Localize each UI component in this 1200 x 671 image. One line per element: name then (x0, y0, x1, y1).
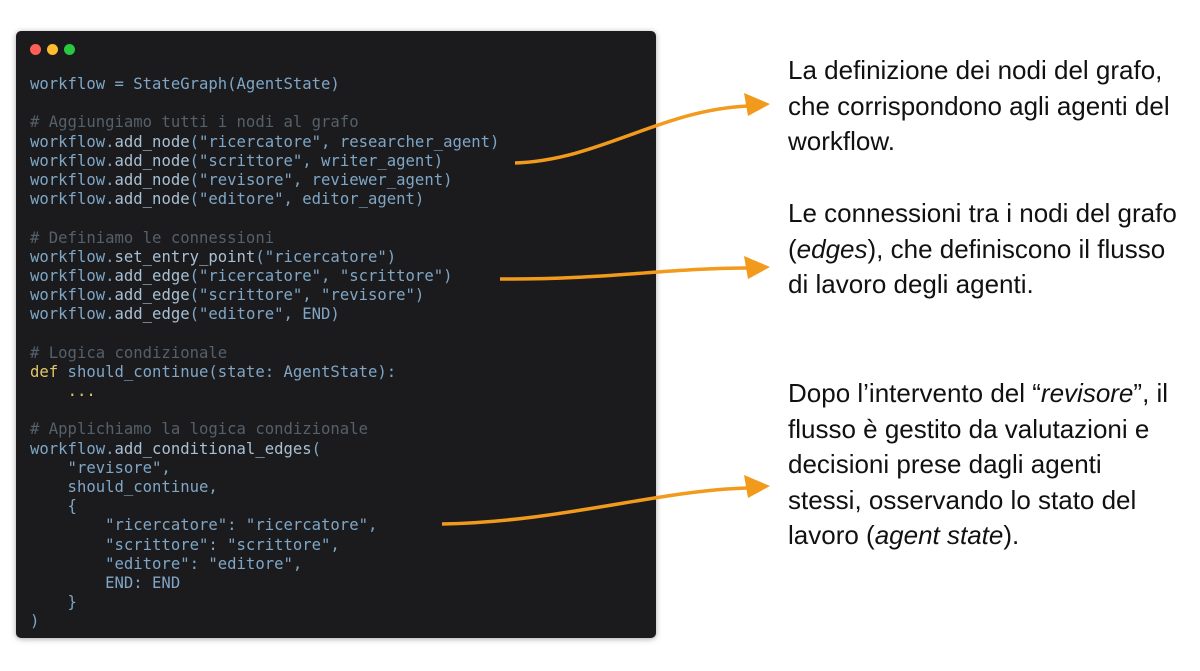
code-token: workflow = StateGraph(AgentState) (30, 75, 340, 93)
callout-text: ), che definiscono il flusso di lavoro d… (788, 233, 1166, 300)
code-token: ("editore", editor_agent) (189, 190, 425, 209)
code-token: set_entry_point (114, 247, 256, 266)
code-token: "scrittore": "scrittore", (30, 535, 340, 554)
code-token: def (30, 362, 59, 381)
maximize-dot-icon[interactable] (64, 44, 75, 55)
code-token: ("scrittore", writer_agent) (189, 151, 444, 170)
code-token: add_edge (114, 266, 190, 285)
code-token: workflow. (30, 439, 115, 458)
callout-conditional: Dopo l’intervento del “revisore”, il flu… (788, 376, 1178, 554)
code-token: ("ricercatore") (255, 247, 397, 266)
arrow-edges (499, 266, 749, 281)
arrow-edges-head (744, 256, 770, 279)
callout-emphasis: edges (796, 233, 868, 264)
code-token: ("editore", END) (189, 305, 340, 324)
code-line: # Logica condizionale (30, 344, 499, 363)
code-line: workflow.add_node("ricercatore", researc… (30, 133, 499, 152)
code-token: ("ricercatore", "scrittore") (189, 266, 453, 285)
code-token: "ricercatore": "ricercatore", (30, 516, 378, 535)
code-token: add_node (114, 151, 190, 170)
code-token: add_node (114, 132, 190, 151)
code-token: ... (67, 382, 96, 400)
code-token: # Logica condizionale (30, 343, 228, 362)
arrow-conditional (441, 486, 749, 526)
code-line: workflow.add_node("scrittore", writer_ag… (30, 152, 499, 171)
code-token: workflow. (30, 247, 115, 266)
code-line: "revisore", (30, 459, 499, 478)
arrow-nodes (514, 104, 749, 165)
code-line: workflow.set_entry_point("ricercatore") (30, 248, 499, 267)
code-token: ("scrittore", "revisore") (189, 286, 425, 305)
code-line: workflow.add_node("editore", editor_agen… (30, 190, 499, 209)
code-line: } (30, 593, 499, 612)
code-token: workflow. (30, 151, 115, 170)
code-token: "editore": "editore", (30, 554, 303, 573)
code-token: workflow. (30, 305, 115, 324)
callout-nodes: La definizione dei nodi del grafo, che c… (788, 53, 1178, 160)
code-token: ) (30, 612, 40, 631)
code-block: workflow = StateGraph(AgentState) # Aggiu… (30, 75, 499, 631)
code-line: "editore": "editore", (30, 555, 499, 574)
window-controls (30, 44, 75, 55)
code-line: ... (30, 382, 499, 401)
code-line: def should_continue(state: AgentState): (30, 363, 499, 382)
code-token: { (30, 497, 77, 516)
code-line: END: END (30, 574, 499, 593)
code-line: workflow.add_node("revisore", reviewer_a… (30, 171, 499, 190)
code-token: ("revisore", reviewer_agent) (189, 170, 453, 189)
minimize-dot-icon[interactable] (47, 44, 58, 55)
code-line: workflow = StateGraph(AgentState) (30, 75, 499, 94)
code-line: "ricercatore": "ricercatore", (30, 516, 499, 535)
code-token: workflow. (30, 190, 115, 209)
code-line: "scrittore": "scrittore", (30, 536, 499, 555)
code-token: add_conditional_edges (114, 439, 312, 458)
code-token: ( (311, 439, 322, 458)
callout-text: Le connessioni tra i nodi del grafo ( (788, 198, 1177, 264)
code-token: } (30, 593, 77, 612)
code-line: ) (30, 612, 499, 631)
code-token: workflow. (30, 286, 115, 305)
code-token: should_continue, (30, 477, 218, 496)
callout-text: Dopo l’intervento del “ (788, 378, 1041, 408)
code-token: add_node (114, 190, 190, 209)
code-token: should_continue(state: AgentState): (58, 362, 397, 381)
callout-emphasis: agent state (874, 520, 1004, 550)
callout-text: ”, il flusso è gestito da valutazioni e … (788, 378, 1169, 550)
code-token: # Definiamo le connessioni (30, 228, 275, 247)
code-token: END: END (30, 573, 181, 592)
code-line: workflow.add_conditional_edges( (30, 440, 499, 459)
code-token: add_edge (114, 286, 190, 305)
code-token: # Applichiamo la logica condizionale (30, 420, 368, 439)
code-line: workflow.add_edge("editore", END) (30, 305, 499, 324)
code-token: # Aggiungiamo tutti i nodi al grafo (30, 113, 359, 132)
code-token: ("ricercatore", researcher_agent) (189, 132, 500, 151)
code-line: # Definiamo le connessioni (30, 229, 499, 248)
code-token: workflow. (30, 132, 115, 151)
code-line: should_continue, (30, 478, 499, 497)
code-line: # Applichiamo la logica condizionale (30, 420, 499, 439)
arrow-nodes-head (744, 93, 770, 116)
callout-text: La definizione dei nodi del grafo, che c… (788, 55, 1170, 156)
callout-edges: Le connessioni tra i nodi del grafo (edg… (788, 196, 1178, 303)
code-token: add_node (114, 170, 190, 189)
code-token: workflow. (30, 170, 115, 189)
code-window: workflow = StateGraph(AgentState) # Aggiu… (16, 31, 656, 638)
code-line: { (30, 497, 499, 516)
code-line: # Aggiungiamo tutti i nodi al grafo (30, 113, 499, 132)
code-line: workflow.add_edge("ricercatore", "scritt… (30, 267, 499, 286)
close-dot-icon[interactable] (30, 44, 41, 55)
code-token: "revisore", (30, 458, 171, 477)
code-token: add_edge (114, 305, 190, 324)
callout-emphasis: revisore (1040, 378, 1134, 408)
code-token: workflow. (30, 266, 115, 285)
callout-text: ). (1003, 520, 1020, 550)
arrow-conditional-head (744, 475, 770, 498)
code-line: workflow.add_edge("scrittore", "revisore… (30, 286, 499, 305)
